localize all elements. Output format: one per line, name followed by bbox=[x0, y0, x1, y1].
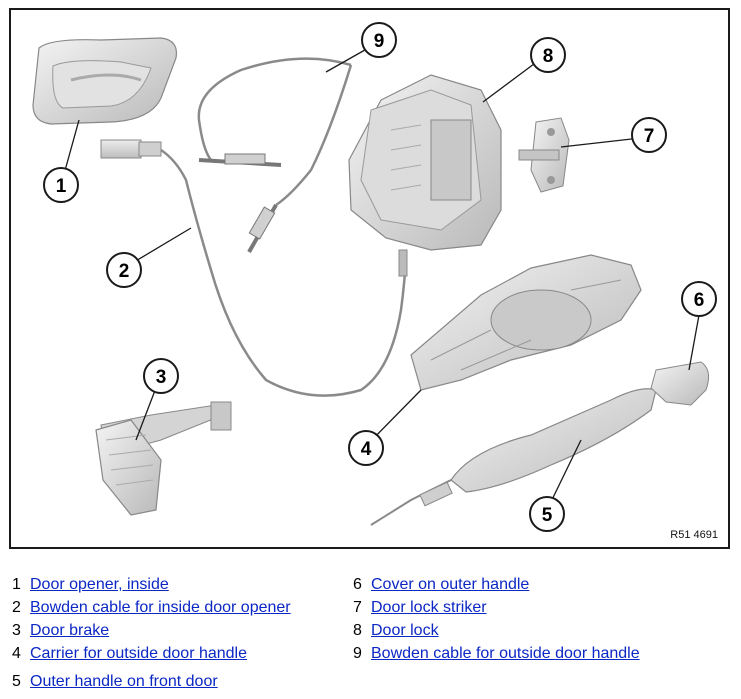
legend-link-outer-handle-front-door[interactable]: Outer handle on front door bbox=[30, 673, 218, 690]
legend-number: 8 bbox=[353, 622, 362, 639]
legend-item-7: 7 Door lock striker bbox=[353, 598, 487, 618]
legend-item-8: 8 Door lock bbox=[353, 621, 439, 641]
legend-item-5: 5 Outer handle on front door bbox=[12, 672, 218, 692]
legend-link-cover-outer-handle[interactable]: Cover on outer handle bbox=[371, 576, 530, 593]
legend-number: 7 bbox=[353, 599, 362, 616]
svg-text:5: 5 bbox=[542, 505, 553, 526]
legend-link-door-opener-inside[interactable]: Door opener, inside bbox=[30, 576, 169, 593]
svg-text:7: 7 bbox=[644, 126, 655, 147]
callout-2: 2 bbox=[106, 252, 142, 288]
figure-reference-code: R51 4691 bbox=[670, 529, 718, 541]
legend-item-3: 3 Door brake bbox=[12, 621, 109, 641]
parts-legend: 1 Door opener, inside 2 Bowden cable for i… bbox=[0, 570, 741, 699]
legend-number: 4 bbox=[12, 645, 21, 662]
legend-link-door-brake[interactable]: Door brake bbox=[30, 622, 110, 639]
legend-item-4: 4 Carrier for outside door handle bbox=[12, 644, 247, 664]
callout-9: 9 bbox=[361, 22, 397, 58]
svg-text:9: 9 bbox=[374, 31, 385, 52]
svg-text:8: 8 bbox=[543, 46, 554, 67]
svg-text:3: 3 bbox=[156, 367, 167, 388]
legend-link-door-lock[interactable]: Door lock bbox=[371, 622, 439, 639]
door-opener-inside-part bbox=[32, 37, 178, 125]
callout-7: 7 bbox=[631, 117, 667, 153]
legend-link-carrier-outside-handle[interactable]: Carrier for outside door handle bbox=[30, 645, 248, 662]
legend-number: 2 bbox=[12, 599, 21, 616]
bowden-cable-inside-part bbox=[100, 139, 408, 397]
callout-3: 3 bbox=[143, 358, 179, 394]
svg-text:2: 2 bbox=[119, 261, 130, 282]
bowden-cable-outside-part bbox=[197, 57, 353, 253]
legend-number: 1 bbox=[12, 576, 21, 593]
door-brake-part bbox=[95, 401, 232, 516]
callout-6: 6 bbox=[681, 281, 717, 317]
legend-number: 9 bbox=[353, 645, 362, 662]
exploded-view-drawing: 1 2 3 4 5 6 7 8 bbox=[32, 22, 717, 532]
legend-item-9: 9 Bowden cable for outside door handle bbox=[353, 644, 640, 664]
svg-text:1: 1 bbox=[56, 176, 67, 197]
legend-item-2: 2 Bowden cable for inside door opener bbox=[12, 598, 291, 618]
legend-link-bowden-cable-inside[interactable]: Bowden cable for inside door opener bbox=[30, 599, 291, 616]
callout-8: 8 bbox=[530, 37, 566, 73]
legend-number: 5 bbox=[12, 673, 21, 690]
legend-link-door-lock-striker[interactable]: Door lock striker bbox=[371, 599, 487, 616]
legend-item-6: 6 Cover on outer handle bbox=[353, 575, 529, 595]
door-lock-striker-part bbox=[518, 117, 570, 193]
callout-5: 5 bbox=[529, 496, 565, 532]
callout-1: 1 bbox=[43, 167, 79, 203]
callout-4: 4 bbox=[348, 430, 384, 466]
cover-outer-handle-part bbox=[650, 361, 710, 406]
svg-text:6: 6 bbox=[694, 290, 705, 311]
outer-handle-front-door-part bbox=[370, 388, 657, 526]
legend-number: 6 bbox=[353, 576, 362, 593]
svg-text:4: 4 bbox=[361, 439, 372, 460]
legend-link-bowden-cable-outside[interactable]: Bowden cable for outside door handle bbox=[371, 645, 640, 662]
legend-number: 3 bbox=[12, 622, 21, 639]
door-lock-part bbox=[348, 74, 502, 277]
carrier-outside-handle-part bbox=[410, 254, 642, 391]
legend-item-1: 1 Door opener, inside bbox=[12, 575, 169, 595]
parts-diagram: 1 2 3 4 5 6 7 8 bbox=[9, 8, 730, 549]
